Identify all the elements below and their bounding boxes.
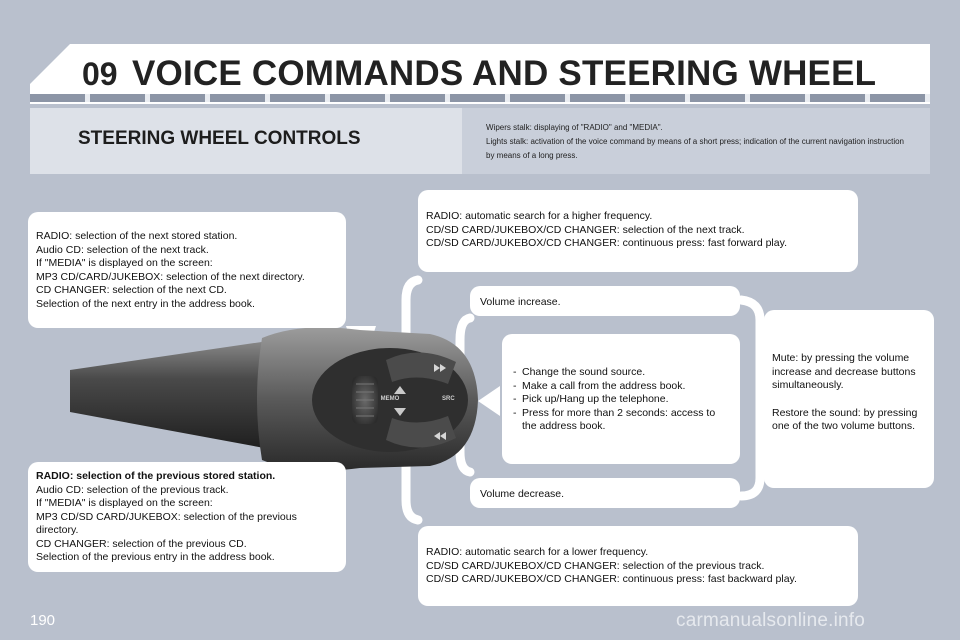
volume-increase-box: Volume increase. (470, 286, 740, 316)
memo-label: MEMO (380, 396, 400, 402)
previous-selection-box: RADIO: selection of the previous stored … (28, 462, 346, 572)
section-title: STEERING WHEEL CONTROLS (78, 128, 361, 149)
next-line: Audio CD: selection of the next track. (36, 243, 209, 256)
previous-line: MP3 CD/SD CARD/JUKEBOX: selection of the… (36, 510, 297, 537)
bracket-vol-inc (455, 313, 475, 365)
list-item: Make a call from the address book. (510, 380, 732, 394)
higher-line: RADIO: automatic search for a higher fre… (426, 210, 653, 222)
memo-up-icon (394, 386, 406, 394)
previous-line: RADIO: selection of the previous stored … (36, 470, 276, 482)
next-line: CD CHANGER: selection of the next CD. (36, 284, 227, 296)
list-item: Pick up/Hang up the telephone. (510, 393, 732, 407)
previous-track-button (386, 416, 456, 448)
lower-line: CD/SD CARD/JUKEBOX/CD CHANGER: continuou… (426, 573, 797, 585)
bracket-mute (736, 295, 765, 501)
volume-decrease-text: Volume decrease. (480, 488, 565, 500)
higher-line: CD/SD CARD/JUKEBOX/CD CHANGER: selection… (426, 223, 745, 236)
next-line: Selection of the next entry in the addre… (36, 297, 255, 310)
lower-line: RADIO: automatic search for a lower freq… (426, 546, 649, 558)
next-selection-box: RADIO: selection of the next stored stat… (28, 212, 346, 328)
chapter-number: 09 (82, 56, 118, 92)
connector-brackets (401, 275, 765, 525)
src-label: SRC (442, 396, 455, 402)
higher-line: CD/SD CARD/JUKEBOX/CD CHANGER: continuou… (426, 237, 787, 249)
next-line: MP3 CD/CARD/JUKEBOX: selection of the ne… (36, 270, 305, 283)
source-button-box: Change the sound source. Make a call fro… (502, 334, 740, 464)
page-number: 190 (30, 612, 56, 629)
lower-line: CD/SD CARD/JUKEBOX/CD CHANGER: selection… (426, 559, 765, 572)
bracket-lower (401, 461, 423, 525)
bracket-vol-dec (455, 435, 475, 477)
higher-frequency-box: RADIO: automatic search for a higher fre… (418, 190, 858, 272)
volume-decrease-box: Volume decrease. (470, 478, 740, 508)
previous-line: Audio CD: selection of the previous trac… (36, 483, 229, 496)
list-item: Change the sound source. (510, 366, 732, 380)
previous-line: CD CHANGER: selection of the previous CD… (36, 537, 247, 550)
next-line: RADIO: selection of the next stored stat… (36, 230, 238, 242)
next-line: If "MEDIA" is displayed on the screen: (36, 257, 213, 269)
rewind-icon (434, 432, 446, 440)
wipers-stalk-text: Wipers stalk: displaying of "RADIO" and … (486, 123, 663, 132)
watermark: carmanualsonline.info (676, 610, 866, 631)
source-functions-list: Change the sound source. Make a call fro… (510, 366, 732, 434)
previous-line: If "MEDIA" is displayed on the screen: (36, 497, 213, 509)
lower-frequency-box: RADIO: automatic search for a lower freq… (418, 526, 858, 606)
previous-line: Selection of the previous entry in the a… (36, 551, 275, 563)
restore-sound-text: Restore the sound: by pressing one of th… (772, 406, 918, 433)
page-title: VOICE COMMANDS AND STEERING WHEEL (132, 54, 877, 93)
stalks-description: Wipers stalk: displaying of "RADIO" and … (486, 121, 906, 163)
bracket-higher (401, 275, 423, 341)
list-item: Press for more than 2 seconds: access to… (510, 407, 732, 434)
arrow-source (478, 386, 500, 416)
next-track-button (386, 352, 456, 384)
mute-text: Mute: by pressing the volume increase an… (772, 352, 916, 391)
header-stripe (30, 94, 930, 102)
fast-forward-icon (434, 364, 446, 372)
volume-increase-text: Volume increase. (480, 296, 561, 308)
stalk-shaft (70, 340, 275, 450)
section-band (30, 108, 930, 174)
lights-stalk-text: Lights stalk: activation of the voice co… (486, 137, 904, 160)
mute-box: Mute: by pressing the volume increase an… (764, 310, 934, 488)
memo-down-icon (394, 408, 406, 416)
